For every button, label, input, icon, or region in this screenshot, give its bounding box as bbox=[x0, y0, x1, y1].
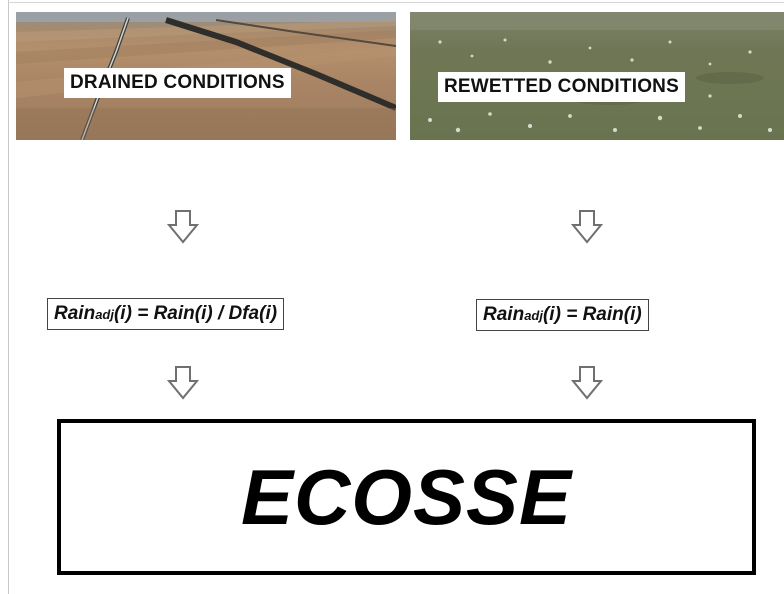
ecosse-model-box: ECOSSE bbox=[57, 419, 756, 575]
drained-conditions-label: DRAINED CONDITIONS bbox=[64, 68, 291, 98]
frame-left-border bbox=[8, 0, 9, 594]
rewetted-conditions-label: REWETTED CONDITIONS bbox=[438, 72, 685, 102]
frame-top-border bbox=[8, 2, 784, 3]
formula-variable: Rain bbox=[483, 304, 525, 325]
formula-expression: (i) = Rain(i) bbox=[542, 304, 642, 325]
formula-subscript: adj bbox=[524, 308, 543, 323]
formula-variable: Rain bbox=[54, 303, 96, 324]
down-arrow-icon bbox=[167, 210, 199, 244]
rewetted-rainfall-formula: Rainadj(i) = Rain(i) bbox=[476, 299, 649, 331]
down-arrow-icon bbox=[167, 366, 199, 400]
drained-conditions-photo: DRAINED CONDITIONS bbox=[16, 12, 396, 140]
formula-subscript: adj bbox=[95, 307, 114, 322]
down-arrow-icon bbox=[571, 210, 603, 244]
down-arrow-icon bbox=[571, 366, 603, 400]
formula-expression: (i) = Rain(i) / Dfa(i) bbox=[113, 303, 278, 324]
rewetted-conditions-photo: REWETTED CONDITIONS bbox=[410, 12, 784, 140]
drained-rainfall-formula: Rainadj(i) = Rain(i) / Dfa(i) bbox=[47, 298, 285, 330]
model-name: ECOSSE bbox=[240, 452, 573, 541]
